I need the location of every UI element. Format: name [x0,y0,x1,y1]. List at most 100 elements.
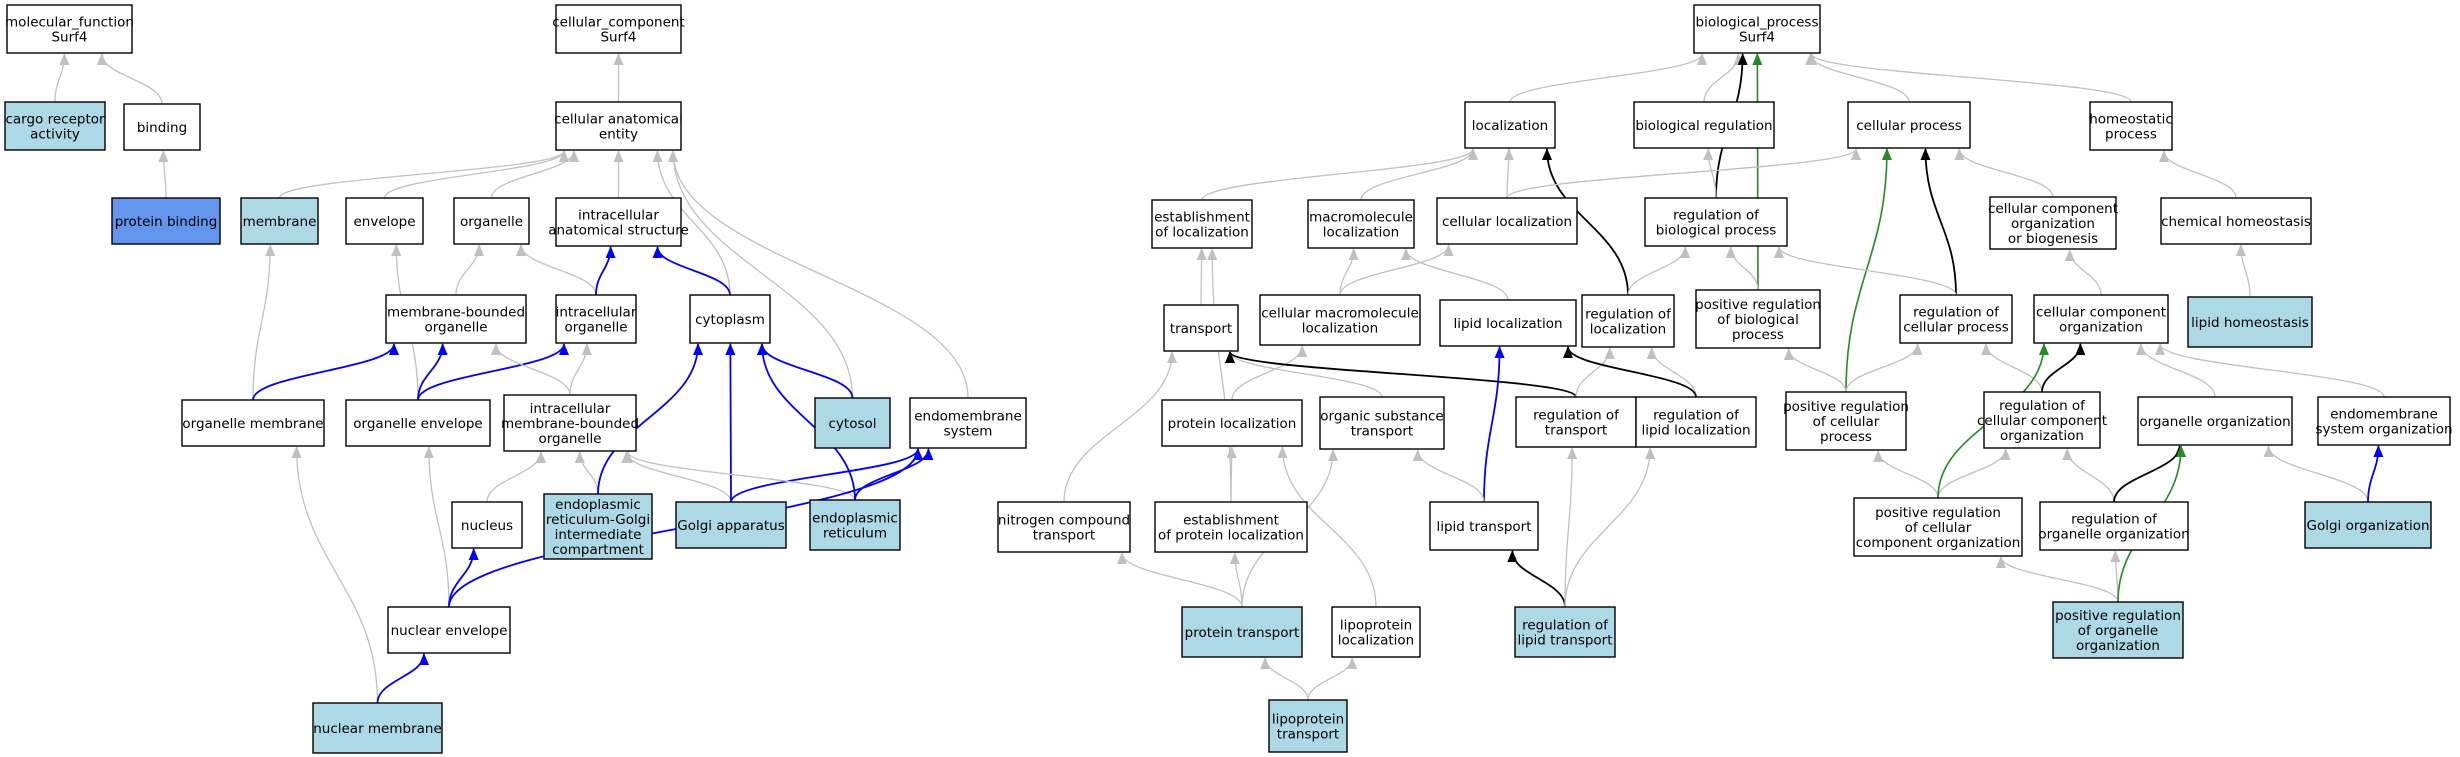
term-box [1161,399,1303,447]
edge-er-to-ems [854,448,934,501]
term-box [809,499,901,551]
term-label-line: organelle membrane [182,416,323,432]
term-node-pb[interactable]: protein binding [111,197,221,245]
term-label-line: cellular process [1903,320,2009,336]
edge-rcco-to-cco [2041,343,2086,393]
term-node-nucleus[interactable]: nucleus [451,501,523,549]
term-node-golgi[interactable]: Golgi apparatus [675,501,787,549]
edge-rll-to-rloc [1646,347,1697,398]
term-label-line: positive regulation [1783,399,1909,415]
term-node-lipl[interactable]: lipid localization [1439,299,1577,347]
term-node-ch[interactable]: chemical homeostasis [2160,197,2312,245]
edge-prcp-to-rcp [1845,343,1923,393]
term-node-cytosol[interactable]: cytosol [814,397,891,449]
edge-ne-to-nucleus [448,548,479,608]
term-box [181,399,325,447]
term-label-line: transport [1033,528,1095,544]
term-box [1181,606,1303,658]
term-node-loc[interactable]: localization [1464,101,1556,149]
term-label-line: entity [599,127,638,143]
term-node-breg[interactable]: biological regulation [1633,101,1775,149]
term-box [1514,606,1616,658]
term-node-ergic[interactable]: endoplasmicreticulum-Golgiintermediateco… [543,493,653,560]
term-label-line: Golgi apparatus [677,518,784,534]
term-node-lh[interactable]: lipid homeostasis [2187,296,2313,348]
term-node-pt[interactable]: protein transport [1181,606,1303,658]
edge-rlt-to-rt [1564,447,1578,608]
edge-cco-to-ccob [2064,249,2102,296]
term-label-line: component organization [1856,535,2021,551]
term-label-line: organic substance [1320,409,1443,425]
term-label-line: macromolecule [1309,210,1413,226]
term-label-line: regulation of [2071,512,2158,528]
term-box [2052,601,2184,659]
term-label-line: process [1732,327,1784,343]
term-node-lt[interactable]: lipid transport [1429,501,1539,551]
term-node-transport[interactable]: transport [1163,304,1239,352]
term-box [555,4,682,54]
term-box [1319,396,1445,450]
edge-pt-to-nct [1117,552,1243,608]
term-box [1163,304,1239,352]
term-node-cp[interactable]: cellular process [1847,101,1971,149]
term-node-membrane[interactable]: membrane [240,197,319,245]
term-label-line: membrane-bounded [501,416,639,432]
term-node-nm[interactable]: nuclear membrane [312,702,443,754]
term-node-organelle[interactable]: organelle [453,197,530,245]
term-box [1307,199,1415,249]
term-label-line: organelle [538,431,601,447]
term-label-line: nucleus [461,518,513,534]
term-node-cytoplasm[interactable]: cytoplasm [689,294,771,344]
term-box [814,397,891,449]
term-node-pl[interactable]: protein localization [1161,399,1303,447]
term-label-line: endomembrane [2330,407,2438,423]
term-box [2317,396,2451,446]
term-box [312,702,443,754]
term-node-cl[interactable]: cellular localization [1436,197,1578,245]
term-box [2304,501,2432,549]
term-node-ne[interactable]: nuclear envelope [387,606,511,654]
term-node-oe[interactable]: organelle envelope [345,399,491,447]
term-node-envelope[interactable]: envelope [345,197,424,245]
term-node-oo[interactable]: organelle organization [2137,396,2293,446]
edge-cytoplasm-to-ias [652,246,731,296]
term-node-binding[interactable]: binding [123,103,201,151]
term-node-go[interactable]: Golgi organization [2304,501,2432,549]
term-node-om[interactable]: organelle membrane [181,399,325,447]
